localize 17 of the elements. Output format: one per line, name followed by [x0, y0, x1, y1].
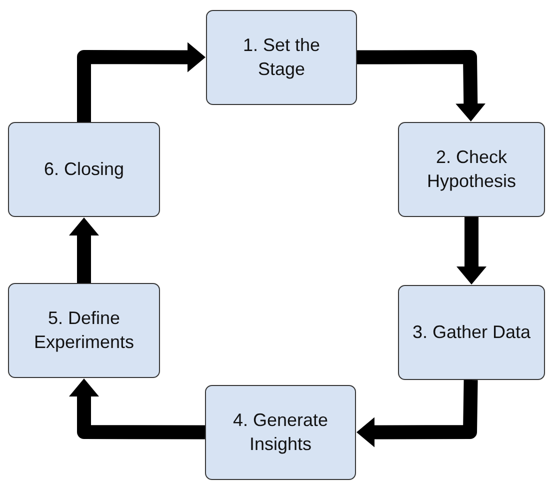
- step-label: 6. Closing: [44, 158, 124, 181]
- arrow: [77, 42, 206, 122]
- step-label: 4. Generate Insights: [232, 409, 330, 456]
- process-box: [8, 283, 160, 378]
- arrow: [69, 218, 99, 283]
- step-label: 1. Set the Stage: [242, 34, 322, 81]
- arrow: [69, 378, 206, 440]
- step-label: 2. Check Hypothesis: [426, 146, 518, 193]
- arrow: [356, 50, 486, 122]
- step-label: 5. Define Experiments: [32, 307, 136, 354]
- process-box: [8, 122, 160, 217]
- process-box: [398, 122, 545, 217]
- arrow: [456, 217, 486, 284]
- step-label: 3. Gather Data: [412, 320, 531, 344]
- process-box: [398, 285, 545, 380]
- process-box: [205, 385, 356, 480]
- process-box: [206, 10, 357, 105]
